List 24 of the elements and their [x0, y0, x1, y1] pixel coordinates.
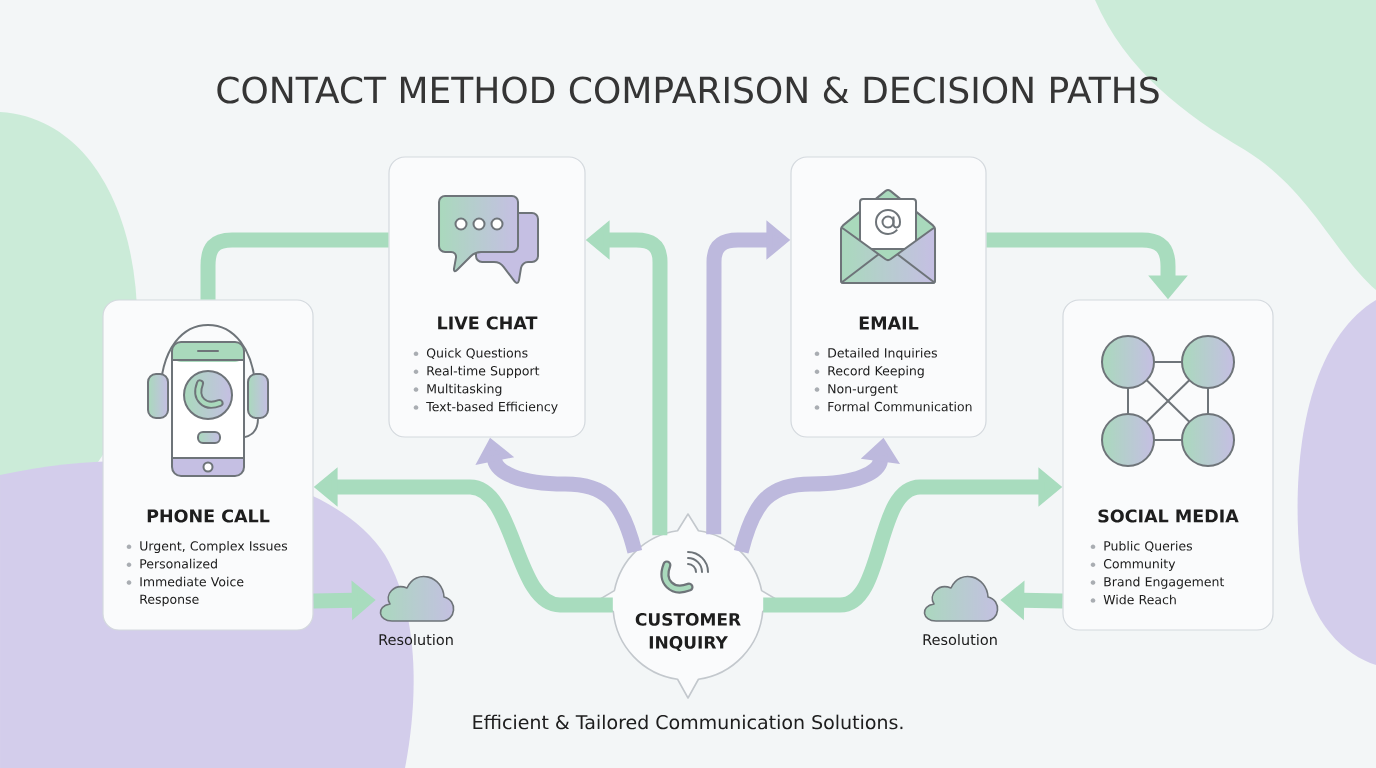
- cloud-label: Resolution: [379, 633, 453, 646]
- caption: Efficient & Tailored Communication Solutions.: [473, 714, 903, 730]
- bullet-item: Personalized: [140, 558, 217, 569]
- bullet-item: Wide Reach: [1103, 594, 1176, 605]
- title: CONTACT METHOD COMPARISON & DECISION PATHS: [217, 76, 1159, 104]
- bullet-item: Real-time Support: [427, 365, 540, 378]
- bullet-item: Non-urgent: [828, 384, 898, 396]
- card-heading: LIVE CHAT: [438, 316, 538, 330]
- bullet-item: Formal Communication: [828, 401, 972, 412]
- card-heading: PHONE CALL: [147, 509, 270, 523]
- card-heading: SOCIAL MEDIA: [1098, 509, 1239, 523]
- bullet-item: Brand Engagement: [1104, 576, 1225, 589]
- card-heading: EMAIL: [859, 316, 919, 330]
- bullet-item: Community: [1103, 558, 1176, 571]
- bullet-item: Detailed Inquiries: [828, 347, 937, 361]
- bullet-item: Urgent, Complex Issues: [140, 540, 288, 554]
- bullet-item: Multitasking: [427, 383, 502, 396]
- bullet-item: Quick Questions: [426, 347, 528, 360]
- bullet-item: Immediate Voice Response: [140, 576, 244, 607]
- bullet-item: Public Queries: [1104, 540, 1192, 553]
- bullet-item: Text-based Efficiency: [426, 401, 558, 414]
- bullet-item: Record Keeping: [828, 365, 924, 378]
- badge-label: CUSTOMER INQUIRY: [635, 612, 741, 652]
- cloud-label: Resolution: [923, 633, 997, 646]
